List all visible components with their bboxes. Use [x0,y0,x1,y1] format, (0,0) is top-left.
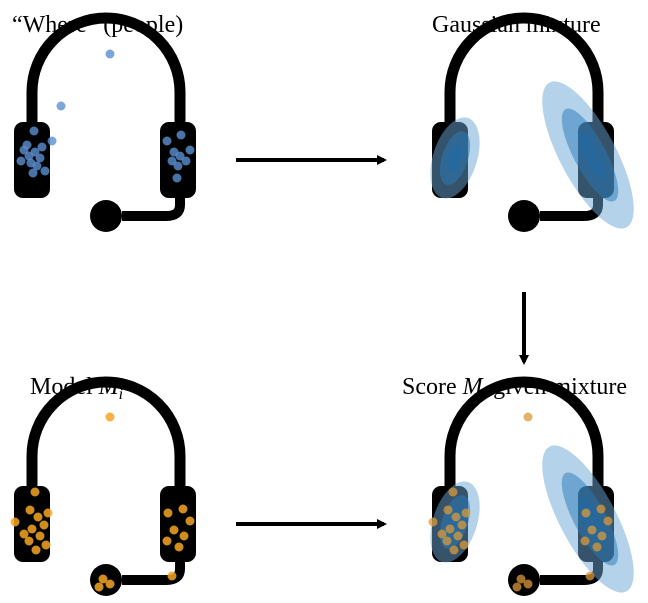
people-points [16,49,195,183]
gaussian-components [430,81,634,229]
model-points-scored [428,412,613,592]
headset-icon-people [14,18,196,232]
model-points [10,412,195,592]
headset-icon-model [14,382,196,596]
